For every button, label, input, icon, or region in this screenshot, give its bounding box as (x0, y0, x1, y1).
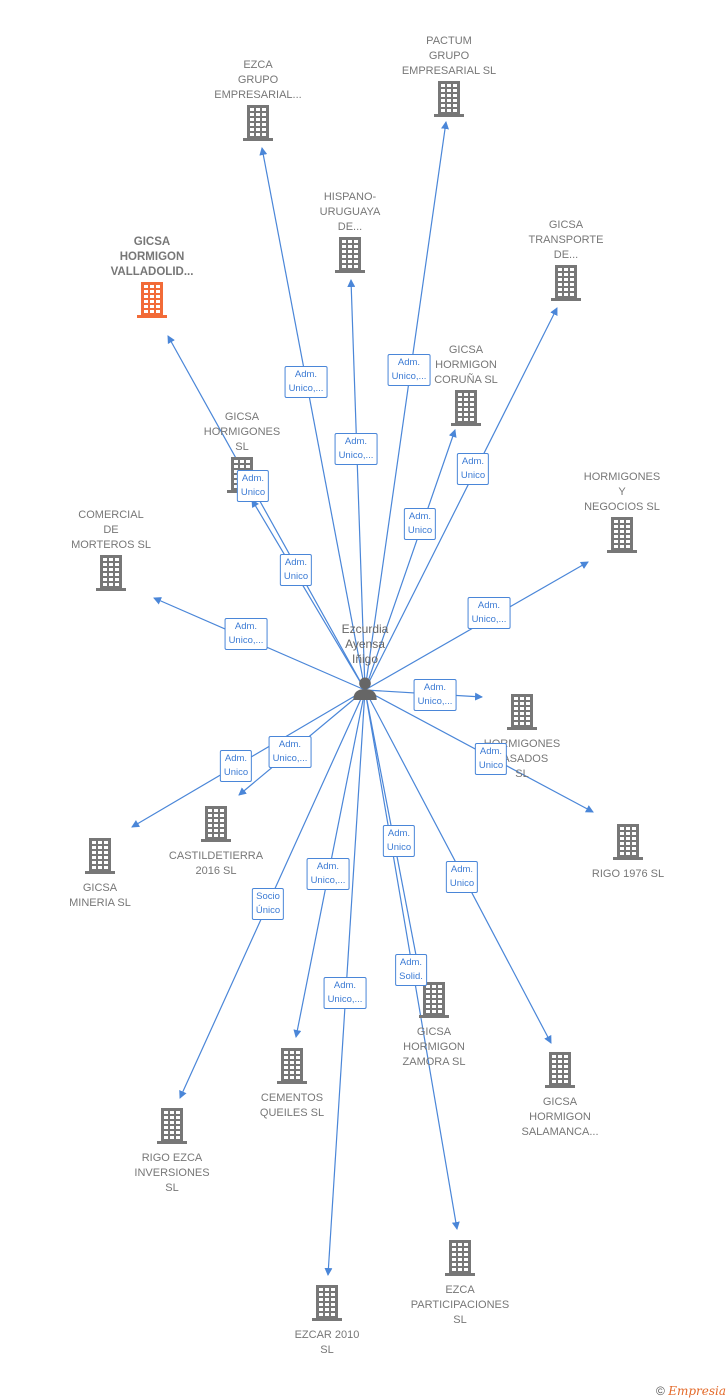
building-icon (613, 824, 643, 860)
company-node-gicsa-zamora[interactable]: GICSA HORMIGON ZAMORA SL (369, 980, 499, 1070)
relation-label-gicsa-hormigones[interactable]: Adm. Unico (279, 554, 313, 586)
company-label[interactable]: GICSA HORMIGONES SL (203, 411, 281, 453)
company-node-rigo-ezca[interactable]: RIGO EZCA INVERSIONES SL (107, 1106, 237, 1196)
person-node[interactable]: Ezcurdia Ayensa Iñigo (300, 622, 430, 712)
company-node-ezcar-2010[interactable]: EZCAR 2010 SL (262, 1283, 392, 1358)
building-icon (607, 517, 637, 553)
relation-label-castildetierra[interactable]: Adm. Unico,... (268, 736, 312, 768)
relation-label-ezca-grupo[interactable]: Adm. Unico,... (284, 366, 328, 398)
company-node-rigo-1976[interactable]: RIGO 1976 SL (563, 822, 693, 882)
building-icon (335, 237, 365, 273)
company-node-hormigones-negocios[interactable]: HORMIGONES Y NEGOCIOS SL (557, 470, 687, 560)
relation-label-gicsa-coruna[interactable]: Adm. Unico (403, 508, 437, 540)
company-node-hispano[interactable]: HISPANO- URUGUAYA DE... (285, 190, 415, 280)
relation-label-gicsa-salamanca[interactable]: Adm. Unico (445, 861, 479, 893)
relation-edge-gicsa-coruna (364, 429, 457, 691)
building-icon (157, 1108, 187, 1144)
relation-edge-ezca-grupo (259, 147, 366, 691)
relation-label-ezca-participaciones[interactable]: Adm. Solid. (395, 954, 427, 986)
relation-label-rigo-ezca[interactable]: Socio Único (251, 888, 285, 920)
relation-label-gicsa-mineria[interactable]: Adm. Unico (219, 750, 253, 782)
relation-edge-gicsa-hormigones (251, 499, 366, 691)
company-node-ezca-participaciones[interactable]: EZCA PARTICIPACIONES SL (395, 1238, 525, 1328)
relation-label-hormigones-pasados[interactable]: Adm. Unico,... (413, 679, 457, 711)
company-label[interactable]: EZCAR 2010 SL (294, 1329, 360, 1356)
relation-label-ezcar-2010[interactable]: Adm. Unico,... (323, 977, 367, 1009)
brand-logo[interactable]: Empresia (668, 1384, 726, 1398)
copyright-icon: © (656, 1384, 665, 1398)
company-label[interactable]: CEMENTOS QUEILES SL (259, 1092, 325, 1119)
company-label[interactable]: GICSA HORMIGON VALLADOLID... (110, 236, 194, 278)
building-icon (312, 1285, 342, 1321)
relation-edge-hispano (347, 279, 366, 691)
building-icon (96, 555, 126, 591)
relation-edge-gicsa-transporte (364, 307, 558, 691)
company-node-pactum[interactable]: PACTUM GRUPO EMPRESARIAL SL (384, 34, 514, 124)
company-node-gicsa-salamanca[interactable]: GICSA HORMIGON SALAMANCA... (495, 1050, 625, 1140)
company-node-gicsa-coruna[interactable]: GICSA HORMIGON CORUÑA SL (401, 343, 531, 433)
company-node-gicsa-transporte[interactable]: GICSA TRANSPORTE DE... (501, 218, 631, 308)
relation-label-hispano[interactable]: Adm. Unico,... (334, 433, 378, 465)
building-icon (277, 1048, 307, 1084)
company-label[interactable]: GICSA HORMIGON CORUÑA SL (434, 344, 498, 386)
company-node-ezca-grupo[interactable]: EZCA GRUPO EMPRESARIAL... (193, 58, 323, 148)
company-label[interactable]: GICSA MINERIA SL (69, 882, 131, 909)
company-node-cementos-queiles[interactable]: CEMENTOS QUEILES SL (227, 1046, 357, 1121)
person-icon (353, 677, 377, 700)
building-icon (137, 282, 167, 318)
company-node-hormigones-pasados[interactable]: HORMIGONES PASADOS SL (457, 692, 587, 782)
relation-label-pactum[interactable]: Adm. Unico,... (387, 354, 431, 386)
company-node-comercial-morteros[interactable]: COMERCIAL DE MORTEROS SL (46, 508, 176, 598)
relation-edge-gicsa-valladolid (167, 335, 366, 691)
building-icon (451, 390, 481, 426)
person-name: Ezcurdia Ayensa Iñigo (341, 622, 389, 666)
company-label[interactable]: GICSA TRANSPORTE DE... (528, 219, 604, 261)
relation-edge-pactum (364, 121, 449, 691)
company-label[interactable]: PACTUM GRUPO EMPRESARIAL SL (401, 35, 497, 77)
company-label[interactable]: CASTILDETIERRA 2016 SL (168, 850, 264, 877)
company-label[interactable]: HORMIGONES Y NEGOCIOS SL (583, 471, 661, 513)
company-label[interactable]: HISPANO- URUGUAYA DE... (319, 191, 381, 233)
building-icon (434, 81, 464, 117)
building-icon (419, 982, 449, 1018)
company-label[interactable]: GICSA HORMIGON ZAMORA SL (402, 1026, 466, 1068)
relation-label-rigo-1976[interactable]: Adm. Unico (474, 743, 508, 775)
building-icon (201, 806, 231, 842)
relation-label-cementos-queiles[interactable]: Adm. Unico,... (306, 858, 350, 890)
building-icon (243, 105, 273, 141)
building-icon (507, 694, 537, 730)
company-node-castildetierra[interactable]: CASTILDETIERRA 2016 SL (151, 804, 281, 879)
relation-label-comercial-morteros[interactable]: Adm. Unico,... (224, 618, 268, 650)
relation-label-hormigones-negocios[interactable]: Adm. Unico,... (467, 597, 511, 629)
company-node-gicsa-valladolid[interactable]: GICSA HORMIGON VALLADOLID... (87, 235, 217, 325)
building-icon (545, 1052, 575, 1088)
company-label[interactable]: RIGO 1976 SL (591, 868, 665, 880)
company-label[interactable]: COMERCIAL DE MORTEROS SL (71, 509, 151, 551)
relation-label-gicsa-valladolid[interactable]: Adm. Unico (236, 470, 270, 502)
building-icon (445, 1240, 475, 1276)
company-node-gicsa-hormigones[interactable]: GICSA HORMIGONES SL (177, 410, 307, 500)
building-icon (85, 838, 115, 874)
footer-brand: © Empresia (656, 1384, 726, 1398)
company-label[interactable]: EZCA GRUPO EMPRESARIAL... (214, 59, 302, 101)
relation-label-gicsa-transporte[interactable]: Adm. Unico (456, 453, 490, 485)
company-node-gicsa-mineria[interactable]: GICSA MINERIA SL (35, 836, 165, 911)
company-label[interactable]: RIGO EZCA INVERSIONES SL (134, 1152, 210, 1194)
company-label[interactable]: EZCA PARTICIPACIONES SL (410, 1284, 510, 1326)
building-icon (551, 265, 581, 301)
company-label[interactable]: GICSA HORMIGON SALAMANCA... (521, 1096, 599, 1138)
relation-label-gicsa-zamora[interactable]: Adm. Unico (382, 825, 416, 857)
